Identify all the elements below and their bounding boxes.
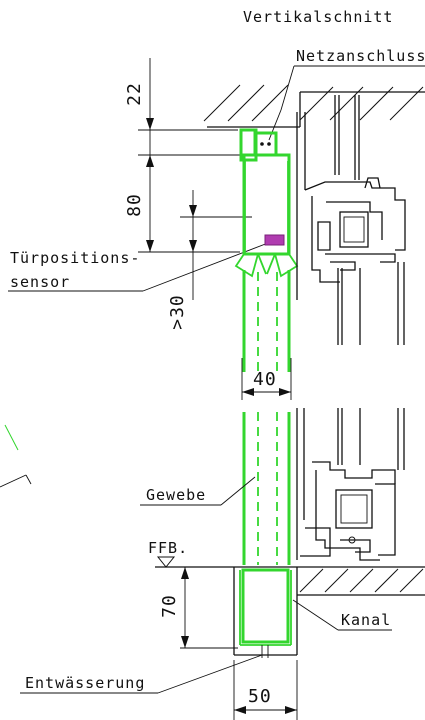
dimension-40: 40 [253, 369, 277, 390]
dimension-50: 50 [248, 686, 272, 707]
label-gewebe: Gewebe [146, 486, 206, 504]
door-position-sensor [264, 234, 285, 246]
dimension-40-lines [241, 358, 292, 400]
leader-netzanschluss [268, 65, 425, 141]
green-channel [239, 568, 292, 646]
leader-kanal [292, 599, 392, 631]
label-entwaesserung: Entwässerung [25, 674, 145, 692]
dimension-70-lines [180, 567, 238, 649]
label-sensor-line2: sensor [10, 273, 70, 291]
screen-rails-lower [242, 412, 291, 565]
upper-wall-hatch [203, 84, 425, 128]
label-netzanschluss: Netzanschluss [296, 47, 425, 65]
leader-sensor [8, 242, 269, 292]
label-kanal: Kanal [341, 611, 391, 629]
dimension-80: 80 [124, 193, 145, 217]
dimension-70: 70 [159, 594, 180, 618]
dimension-22: 22 [124, 82, 145, 106]
label-sensor-line1: Türpositions- [10, 249, 140, 267]
leader-entwaesserung [20, 645, 269, 694]
dimension-30: >30 [167, 294, 188, 330]
leader-gewebe [140, 476, 256, 506]
dimension-chain-left [138, 58, 252, 300]
dimension-50-lines [233, 660, 298, 720]
label-ffb: FFB. [148, 539, 188, 557]
left-edge-marks [0, 424, 32, 488]
door-profile-upper [296, 95, 406, 345]
green-cassette [234, 128, 299, 278]
floor-level [155, 556, 425, 656]
drawing-title: Vertikalschnitt [243, 8, 393, 26]
door-profile-lower [296, 408, 405, 561]
screen-rails-upper [242, 270, 291, 372]
